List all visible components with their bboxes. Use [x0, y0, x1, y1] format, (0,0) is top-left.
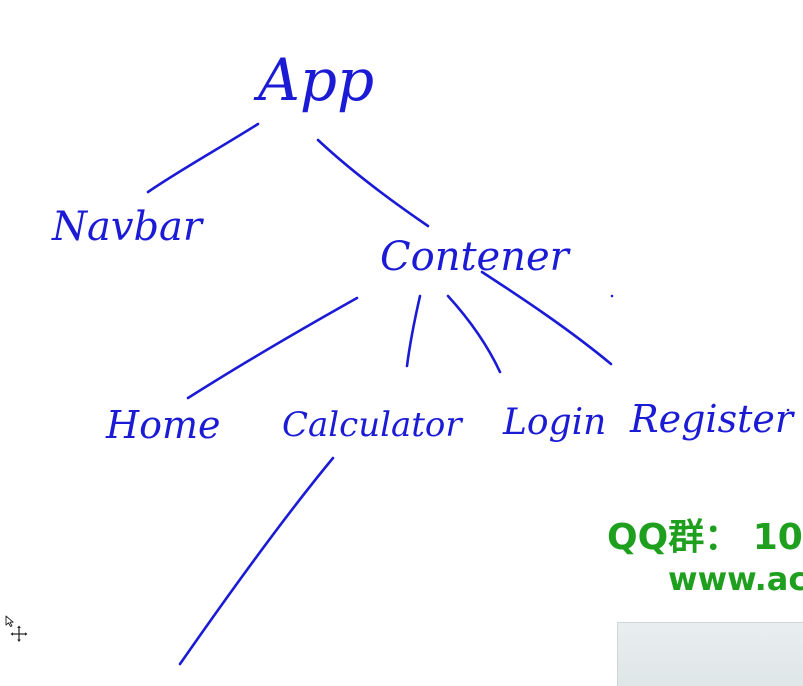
node-navbar: Navbar [51, 204, 205, 250]
edge-container-calculator [405, 294, 422, 368]
website-watermark: www.ac [668, 560, 803, 598]
node-login: Login [502, 402, 606, 443]
edge-app-navbar [146, 122, 260, 194]
ink-dot [610, 294, 614, 298]
pointer-arrow-icon [5, 615, 14, 627]
node-calculator: Calculator [282, 405, 463, 445]
edge-calculator-child [178, 456, 335, 666]
ink-dot [786, 408, 790, 412]
node-container: Contener [380, 234, 572, 280]
qq-group-watermark: QQ群： 10 [607, 517, 803, 558]
node-app: App [253, 46, 374, 114]
edge-container-register [480, 270, 613, 366]
node-home: Home [105, 403, 221, 447]
webcam-overlay [617, 622, 803, 686]
edge-app-container [316, 138, 430, 228]
move-cross-icon [10, 625, 28, 642]
node-register: Register [629, 397, 796, 441]
pointer-move-cursor-icon [5, 615, 28, 642]
edge-container-home [186, 296, 359, 400]
edge-container-login [446, 294, 502, 374]
